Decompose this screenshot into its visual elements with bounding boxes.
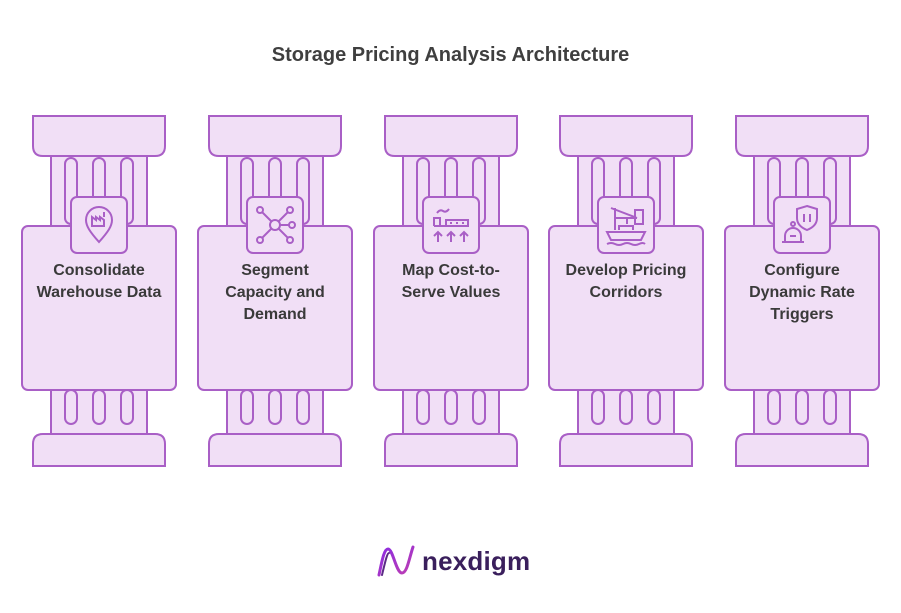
network-nodes-icon <box>246 196 304 254</box>
brand-logo: nexdigm <box>376 543 536 579</box>
pillar-shape <box>373 115 529 467</box>
pillar-step-4: Develop Pricing Corridors <box>548 114 704 468</box>
pillar-step-2: Segment Capacity and Demand <box>197 114 353 468</box>
factory-arrows-icon <box>422 196 480 254</box>
pillar-shape <box>724 115 880 467</box>
step-label: Configure Dynamic Rate Triggers <box>749 262 855 323</box>
nexdigm-logo-icon <box>377 545 415 577</box>
step-label: Develop Pricing Corridors <box>565 262 687 301</box>
alarm-shield-icon <box>773 196 831 254</box>
pillar-step-5: Configure Dynamic Rate Triggers <box>724 114 880 468</box>
pillar-step-1: Consolidate Warehouse Data <box>21 114 177 468</box>
warehouse-location-icon <box>70 196 128 254</box>
step-label: Segment Capacity and Demand <box>225 262 325 323</box>
port-crane-icon <box>597 196 655 254</box>
step-label: Map Cost-to-Serve Values <box>401 262 501 301</box>
pillar-shape <box>197 115 353 467</box>
logo-text: nexdigm <box>422 546 531 576</box>
pillar-step-3: Map Cost-to-Serve Values <box>373 114 529 468</box>
diagram-title: Storage Pricing Analysis Architecture <box>271 44 630 66</box>
step-label: Consolidate Warehouse Data <box>36 262 162 301</box>
